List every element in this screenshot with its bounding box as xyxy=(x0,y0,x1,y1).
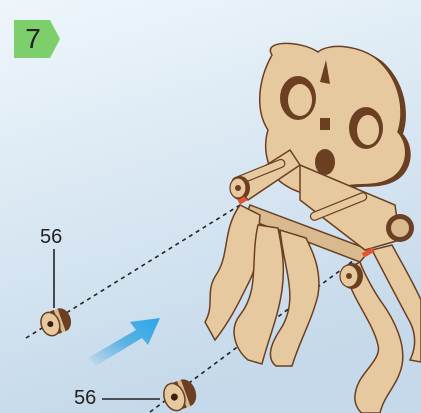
part-callout-1: 56 xyxy=(40,226,62,249)
step-badge: 7 xyxy=(14,20,60,58)
step-number: 7 xyxy=(14,20,52,58)
part-callout-2: 56 xyxy=(74,387,96,410)
